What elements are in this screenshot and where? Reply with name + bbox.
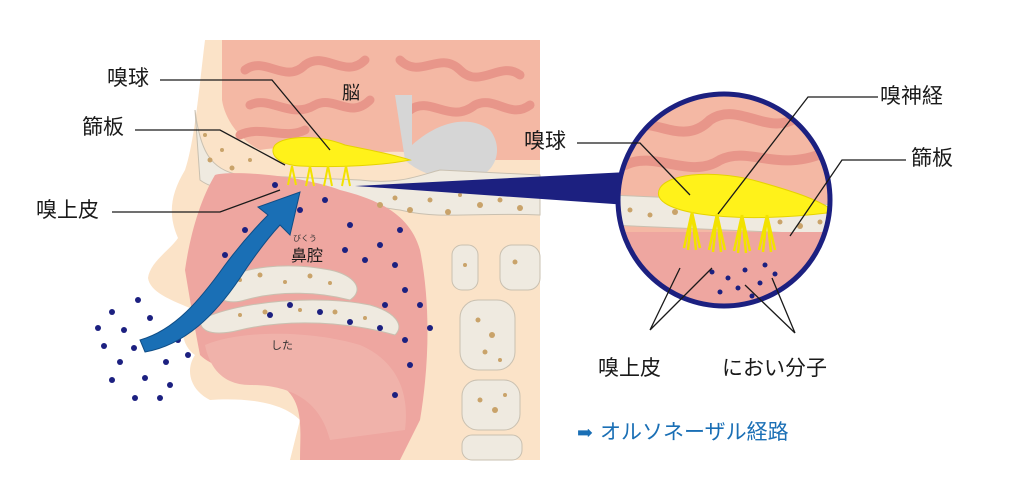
odor-molecules-head: [222, 182, 433, 398]
bone-texture: [203, 133, 523, 413]
zoom-olfactory-epithelium-label: 嗅上皮: [598, 356, 661, 380]
zoom-beam: [355, 172, 628, 205]
cribriform-plate-leader: [135, 129, 286, 166]
zoom-odor-molecules-leader: [744, 277, 796, 334]
zoom-cribriform-plate-label: 篩板: [911, 146, 953, 170]
zoom-olfactory-bulb: [657, 173, 830, 219]
zoom-olfactory-bulb-label: 嗅球: [524, 129, 566, 153]
brain-folds: [235, 55, 535, 140]
oral-cavity: [205, 333, 406, 440]
olfactory-bulb-leader: [160, 79, 331, 151]
zoom-ring: [615, 91, 833, 309]
route-label: オルソネーザル経路: [600, 420, 789, 444]
olfactory-epithelium-label: 嗅上皮: [36, 198, 99, 222]
zoom-olfactory-epithelium-leader: [649, 267, 713, 331]
brain-label: 脳: [342, 83, 360, 104]
head-cross-section: [95, 40, 541, 461]
zoom-olfactory-nerve-label: 嗅神経: [880, 84, 943, 108]
nasal-cavity-ruby: びくう: [293, 234, 317, 243]
zoom-olfactory-bulb-leader: [577, 142, 691, 196]
olfactory-epithelium-leader: [112, 189, 281, 213]
palate: [199, 299, 400, 336]
zoom-olfactory-nerve-leader: [717, 96, 878, 215]
cervical-spine: [451, 244, 541, 461]
cribriform-plate-label: 篩板: [82, 115, 124, 139]
zoom-odor-molecules: [709, 262, 778, 299]
airflow-arrow: [139, 191, 301, 353]
odor-molecules-outside: [95, 297, 191, 401]
nasal-cavity-label: 鼻腔: [291, 246, 323, 265]
zoom-odor-molecules-label: におい分子: [722, 356, 827, 380]
zoom-circle: [618, 94, 830, 306]
olfactory-bulb-label: 嗅球: [107, 66, 149, 90]
pituitary-region: [395, 95, 498, 181]
tongue-label: した: [271, 339, 293, 352]
route-arrow-icon: ➡: [577, 422, 593, 444]
olfactory-bulb: [272, 137, 412, 168]
zoom-cribriform-plate-leader: [789, 159, 906, 237]
olfactory-nerve-fibers: [287, 165, 351, 187]
zoom-nerve-fibers: [682, 211, 777, 254]
